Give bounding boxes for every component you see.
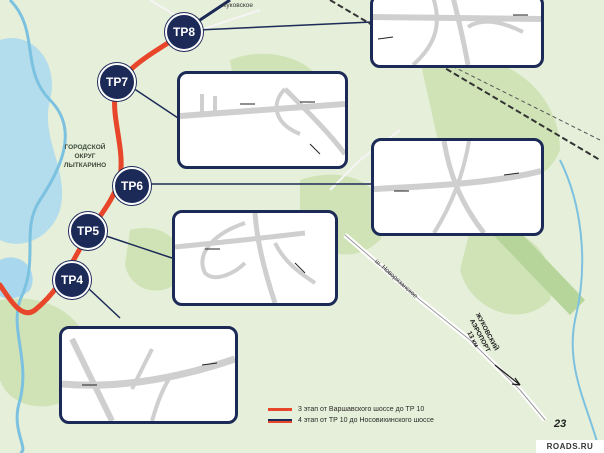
top-road-label: жуковское (222, 2, 253, 9)
inset-tp7[interactable] (177, 71, 348, 169)
inset-tp5-diagram (175, 213, 317, 303)
airport-arrow (494, 364, 521, 386)
inset-tp4-diagram (62, 337, 235, 421)
district-label: ГОРОДСКОЙ ОКРУГ ЛЫТКАРИНО (55, 143, 115, 170)
watermark: ROADS.RU (536, 440, 604, 453)
inset-tp5[interactable] (172, 210, 338, 306)
badge-tp5[interactable]: ТР5 (69, 212, 107, 250)
badge-tp8[interactable]: ТР8 (165, 13, 203, 51)
legend-label: 3 этап от Варшавского шоссе до ТР 10 (298, 406, 425, 413)
highway-centerline (344, 234, 546, 421)
district-line3: ЛЫТКАРИНО (63, 162, 107, 169)
badge-tp4[interactable]: ТР4 (53, 261, 91, 299)
inset-tp6[interactable] (371, 138, 544, 236)
connector-tp4 (87, 287, 121, 319)
railway (329, 0, 601, 161)
connector-tp8 (197, 21, 373, 31)
legend-swatch (268, 408, 292, 411)
connector-tp7 (132, 87, 179, 119)
railway (439, 59, 601, 141)
legend-item-stage4: 4 этап от ТР 10 до Носовихинского шоссе (268, 415, 434, 426)
airport-arrowhead (511, 377, 521, 386)
forest-patch (125, 228, 183, 291)
page-number: 23 (554, 418, 567, 430)
legend: 3 этап от Варшавского шоссе до ТР 10 4 э… (268, 404, 434, 426)
inset-tp8[interactable] (370, 0, 544, 68)
legend-swatch (268, 419, 292, 423)
district-line1: ГОРОДСКОЙ (64, 144, 106, 151)
inset-tp7-diagram (180, 87, 345, 156)
inset-tp8-diagram (373, 0, 541, 65)
badge-tp7[interactable]: ТР7 (98, 63, 136, 101)
river (559, 159, 601, 453)
district-line2: ОКРУГ (74, 153, 96, 160)
inset-tp4[interactable] (59, 326, 238, 424)
legend-item-stage3: 3 этап от Варшавского шоссе до ТР 10 (268, 404, 434, 415)
badge-tp6[interactable]: ТР6 (113, 167, 151, 205)
legend-label: 4 этап от ТР 10 до Носовихинского шоссе (298, 417, 434, 424)
connector-tp5 (105, 235, 173, 259)
inset-tp6-diagram (374, 141, 541, 233)
river (8, 0, 67, 453)
